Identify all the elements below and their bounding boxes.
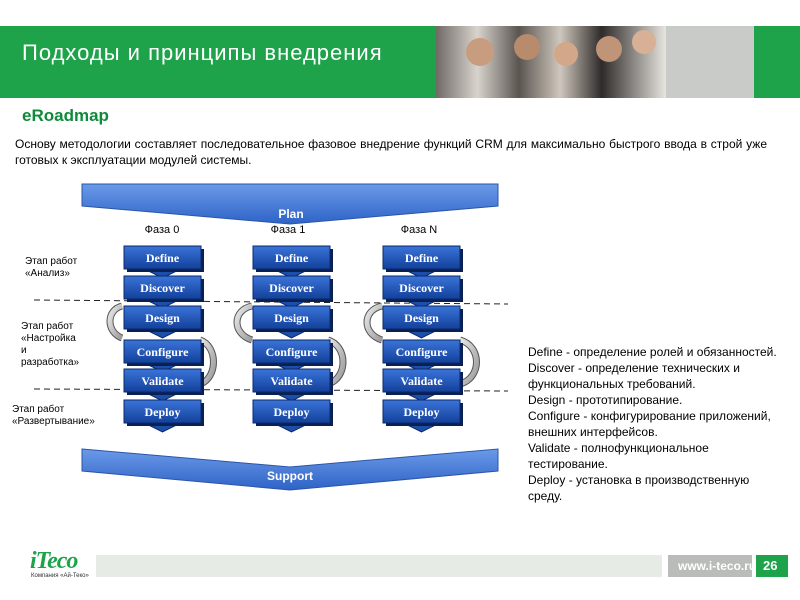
step-label: Validate [270,374,313,388]
step-discover-phasen: Discover [382,275,463,309]
footer-url[interactable]: www.i-teco.ru [678,559,757,573]
step-box [382,305,461,330]
cycle-arrow-phase0-left [106,302,124,342]
header-gray-block [666,26,754,98]
step-define-phase0: Define [123,245,204,279]
cycle-arrow-phasen-left [363,302,384,344]
page-title: Подходы и принципы внедрения [22,40,383,65]
footer-bar [96,555,662,577]
step-deploy-phase1: Deploy [252,399,333,433]
stage-setup-line3: и [21,345,27,356]
step-deploy-phasen: Deploy [382,399,463,433]
definition-validate: Validate - полнофункциональное тестирова… [528,441,709,471]
step-label: Design [274,311,309,325]
step-box [382,245,461,270]
cycle-arrow-phase0-right [198,336,217,388]
stage-label-setup: Этап работ «Настройка и разработка» [21,321,79,369]
step-box [252,339,331,364]
step-design-phase1: Design [252,305,333,339]
phase-label-n: Фаза N [401,224,438,236]
page-number: 26 [763,558,778,573]
definition-deploy: Deploy - установка в производственную ср… [528,473,750,503]
plan-label: Plan [278,207,303,221]
step-box [123,368,202,393]
step-label: Discover [269,281,314,295]
step-label: Discover [399,281,444,295]
step-label: Define [146,251,180,265]
footer-url-box [668,555,752,577]
step-label: Define [275,251,309,265]
cycle-arrow-phase1-left [233,302,254,344]
header-photo [436,26,666,98]
stage-analysis-line2: «Анализ» [25,268,70,279]
definition-discover: Discover - определение технических и фун… [528,361,740,391]
phase-label-1: Фаза 1 [271,224,306,236]
iteco-logo: iTeco [30,548,78,575]
step-box [252,305,331,330]
step-discover-phase1: Discover [252,275,333,309]
step-configure-phase1: Configure [252,339,333,373]
step-label: Define [405,251,439,265]
step-label: Discover [140,281,185,295]
step-configure-phasen: Configure [382,339,463,373]
step-label: Configure [266,345,318,359]
step-deploy-phase0: Deploy [123,399,204,433]
cycle-arrow-phasen-right [458,336,480,388]
stage-label-deploy: Этап работ «Развертывание» [12,404,95,428]
step-define-phase1: Define [252,245,333,279]
stage-setup-line2: «Настройка [21,333,76,344]
step-label: Deploy [145,405,181,419]
step-label: Deploy [404,405,440,419]
intro-paragraph: Основу методологии составляет последоват… [15,137,767,167]
step-design-phasen: Design [382,305,463,339]
step-design-phase0: Design [123,305,204,339]
step-box [123,339,202,364]
logo-text: iTeco [30,548,78,574]
header-green-block [754,26,800,98]
step-validate-phase0: Validate [123,368,204,402]
definitions-list: Define - определение ролей и обязанносте… [528,344,778,504]
step-label: Design [145,311,180,325]
step-discover-phase0: Discover [123,275,204,309]
stage-setup-line1: Этап работ [21,321,74,332]
definition-design: Design - прототипирование. [528,393,683,407]
stage-label-analysis: Этап работ «Анализ» [25,256,77,280]
plan-arrow [81,183,499,225]
step-box [382,275,461,300]
step-label: Deploy [274,405,310,419]
step-box [252,245,331,270]
step-label: Configure [137,345,189,359]
step-box [382,399,461,424]
step-box [123,275,202,300]
step-box [252,368,331,393]
step-label: Validate [141,374,184,388]
step-define-phasen: Define [382,245,463,279]
stage-deploy-line1: Этап работ [12,404,65,415]
stage-setup-line4: разработка» [21,357,80,368]
step-validate-phasen: Validate [382,368,463,402]
step-box [252,275,331,300]
step-box [382,368,461,393]
logo-subtitle: Компания «Ай-Теко» [31,573,89,579]
support-arrow [81,448,499,491]
footer-page-box [756,555,788,577]
definition-configure: Configure - конфигурирование приложений,… [528,409,771,439]
stage-deploy-line2: «Развертывание» [12,416,95,427]
step-validate-phase1: Validate [252,368,333,402]
step-label: Design [404,311,439,325]
step-box [252,399,331,424]
definition-define: Define - определение ролей и обязанносте… [528,345,777,359]
stage-analysis-line1: Этап работ [25,256,78,267]
step-box [123,305,202,330]
step-label: Configure [396,345,448,359]
step-configure-phase0: Configure [123,339,204,373]
section-subtitle: eRoadmap [22,106,109,125]
step-label: Validate [400,374,443,388]
phase-label-0: Фаза 0 [145,224,180,236]
step-box [123,245,202,270]
support-label: Support [267,469,313,483]
step-box [382,339,461,364]
step-box [123,399,202,424]
